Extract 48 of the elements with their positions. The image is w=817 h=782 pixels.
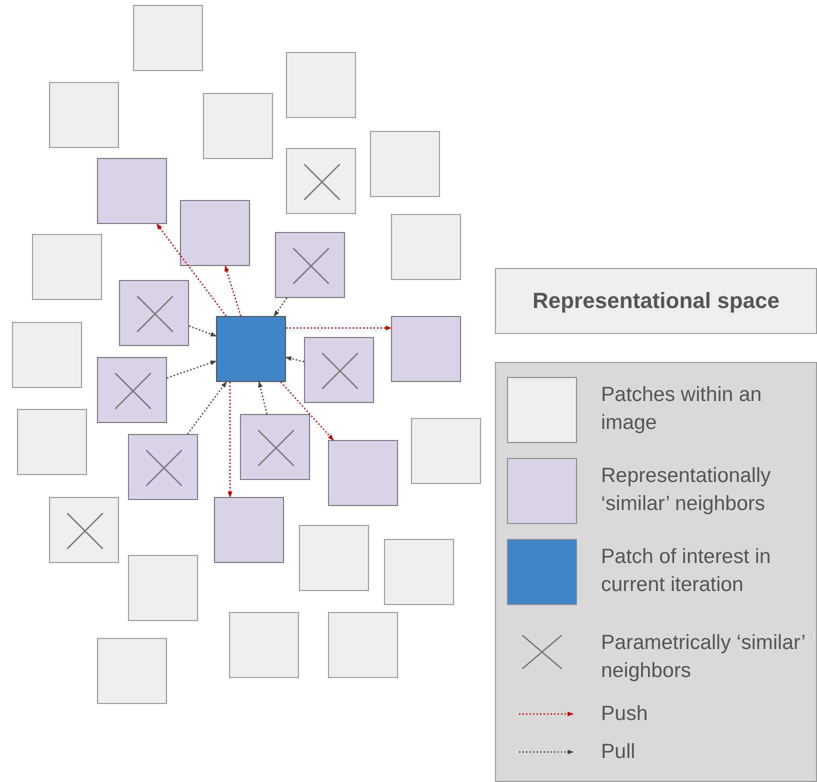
- patch-box: [32, 234, 102, 300]
- patch-box: [12, 322, 82, 388]
- arrow: [188, 325, 217, 337]
- patch-box: [128, 434, 198, 500]
- patch-box: [275, 232, 345, 298]
- patch-box: [97, 638, 167, 704]
- legend-text: Representationally ‘similar’ neighbors: [601, 463, 772, 517]
- arrow: [258, 381, 268, 414]
- patch-box: [391, 214, 461, 280]
- legend-text: Patch of interest in current iteration: [601, 544, 772, 598]
- patch-box: [304, 337, 374, 403]
- arrow: [166, 360, 217, 379]
- patch-box: [216, 316, 286, 382]
- arrow: [285, 356, 304, 362]
- patch-box: [391, 316, 461, 382]
- arrow: [187, 382, 227, 434]
- patch-box: [286, 52, 356, 118]
- patch-box: [299, 525, 369, 591]
- patch-box: [97, 158, 167, 224]
- legend-text: Pull: [601, 739, 636, 765]
- arrow: [280, 382, 334, 440]
- patch-box: [370, 131, 440, 197]
- patch-box: [328, 612, 398, 678]
- patch-box: [133, 5, 203, 71]
- patch-box: [328, 440, 398, 506]
- arrow: [274, 298, 288, 316]
- patch-box: [240, 414, 310, 480]
- legend-text: Parametrically ‘similar’ neighbors: [601, 630, 806, 684]
- patch-box: [180, 200, 250, 266]
- arrow: [224, 265, 242, 316]
- patch-box: [411, 418, 481, 484]
- patch-box: [214, 497, 284, 563]
- patch-box: [286, 148, 356, 214]
- patch-box: [229, 612, 299, 678]
- legend-text: Push: [601, 701, 649, 727]
- patch-box: [17, 409, 87, 475]
- patch-box: [49, 497, 119, 563]
- diagram-title: Representational space: [532, 288, 780, 314]
- patch-box: [384, 539, 454, 605]
- arrow: [228, 382, 232, 498]
- arrow: [156, 224, 227, 316]
- patch-box: [119, 280, 189, 346]
- patch-box: [203, 93, 273, 159]
- patch-box: [128, 555, 198, 621]
- patch-box: [97, 357, 167, 423]
- legend-text: Patches within an image: [601, 382, 763, 436]
- patch-box: [49, 82, 119, 148]
- arrow: [286, 326, 392, 330]
